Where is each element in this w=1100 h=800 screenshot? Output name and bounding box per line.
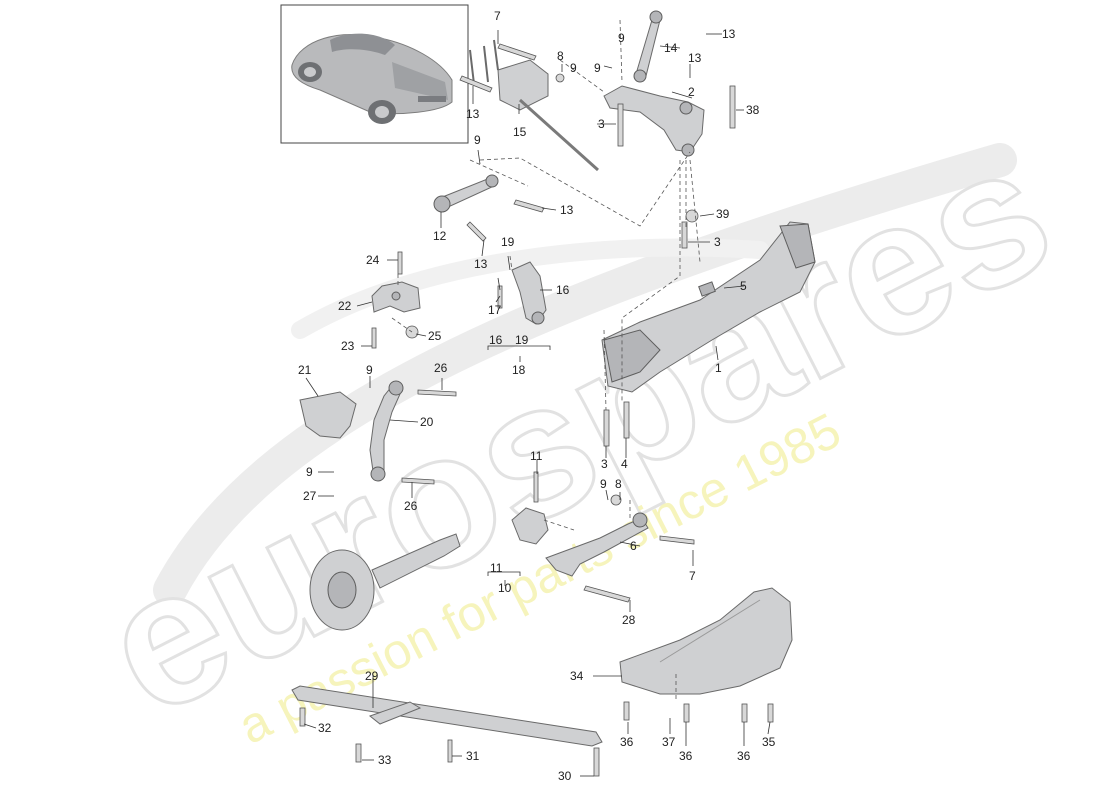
callout-28: 28 [622,613,636,627]
callout-9: 9 [306,465,313,479]
callout-3: 3 [714,235,721,249]
callout-9: 9 [474,133,481,147]
callout-26: 26 [434,361,448,375]
callout-9: 9 [366,363,373,377]
callout-34: 34 [570,669,584,683]
callout-24: 24 [366,253,380,267]
callout-6: 6 [630,539,637,553]
callout-8: 8 [557,49,564,63]
underbody-cover [619,587,793,695]
callout-30: 30 [558,769,572,783]
car-image [291,33,453,124]
callout-21: 21 [298,363,312,377]
heat-shield [299,391,357,439]
callout-13: 13 [466,107,480,121]
callout-3: 3 [598,117,605,131]
callout-25: 25 [428,329,442,343]
rear-control-arm [545,512,649,577]
callout-7: 7 [689,569,696,583]
callout-36: 36 [737,749,751,763]
watermark: eurospares a passion for parts since 198… [71,101,1083,758]
callout-18: 18 [512,363,526,377]
callout-5: 5 [740,279,747,293]
callout-19: 19 [501,235,515,249]
callout-9: 9 [570,61,577,75]
callout-36: 36 [620,735,634,749]
leader-lines [303,30,771,777]
toe-bracket [511,507,549,545]
callout-39: 39 [716,207,730,221]
callout-9: 9 [618,31,625,45]
callout-17: 17 [488,303,502,317]
callout-3: 3 [601,457,608,471]
callout-9: 9 [600,477,607,491]
callout-9: 9 [594,61,601,75]
callout-26: 26 [404,499,418,513]
callout-12: 12 [433,229,447,243]
callout-8: 8 [615,477,622,491]
rear-axle-crossmember [601,221,816,393]
callout-13: 13 [688,51,702,65]
watermark-brand: eurospares [72,103,1081,757]
callout-20: 20 [420,415,434,429]
transmission-mount [371,281,421,313]
lower-control-arm [369,380,404,482]
callout-14: 14 [664,41,678,55]
callout-labels: 1 2 3 3 3 4 5 6 7 7 8 8 9 9 9 9 9 9 9 10… [298,9,776,783]
assembly-lines [391,19,701,700]
callout-16: 16 [489,333,503,347]
callout-11: 11 [490,561,503,575]
callout-19: 19 [515,333,529,347]
callout-36: 36 [679,749,693,763]
cross-brace [291,685,603,747]
upper-control-arm [603,85,705,157]
wheel-carrier [309,533,461,631]
level-sensor-assembly [469,39,600,172]
fasteners [299,43,774,777]
callout-22: 22 [338,299,352,313]
callout-35: 35 [762,735,776,749]
car-thumbnail [280,4,469,144]
callout-31: 31 [466,749,480,763]
callout-29: 29 [365,669,379,683]
callout-4: 4 [621,457,628,471]
callout-10: 10 [498,581,512,595]
callout-13: 13 [560,203,574,217]
callout-16: 16 [556,283,570,297]
toe-link [633,10,663,83]
callout-37: 37 [662,735,676,749]
trailing-link [433,174,499,213]
callout-13: 13 [722,27,736,41]
bracket-assembly [511,261,547,325]
callout-33: 33 [378,753,392,767]
callout-27: 27 [303,489,317,503]
callout-2: 2 [688,85,695,99]
callout-15: 15 [513,125,527,139]
callout-7: 7 [494,9,501,23]
callout-11: 11 [530,449,543,463]
callout-1: 1 [715,361,722,375]
callout-13: 13 [474,257,488,271]
callout-32: 32 [318,721,332,735]
callout-23: 23 [341,339,355,353]
callout-38: 38 [746,103,760,117]
